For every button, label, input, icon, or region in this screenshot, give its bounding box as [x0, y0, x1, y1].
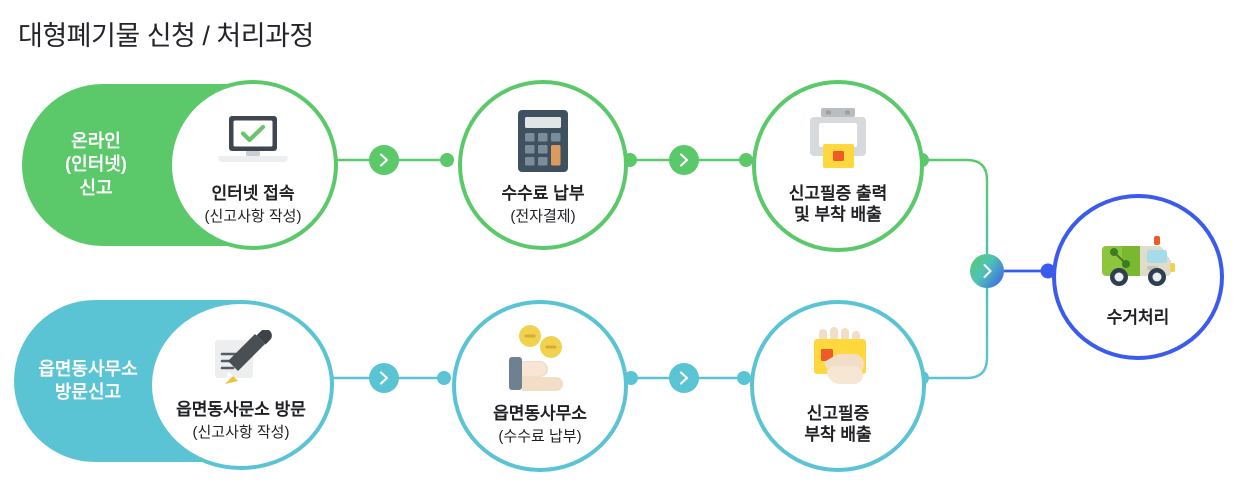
step-fee-payment[interactable]: 수수료 납부 (전자결제): [458, 80, 628, 250]
printer-icon: [802, 100, 874, 180]
lane-visit-label: 읍면동사무소 방문신고: [38, 358, 138, 402]
lane-online-label: 온라인 (인터넷) 신고: [65, 131, 127, 198]
step-title: 수거처리: [1106, 308, 1170, 327]
step-title: 인터넷 접속: [211, 184, 295, 203]
step-print-certificate[interactable]: 신고필증 출력 및 부착 배출: [752, 80, 924, 252]
chevron-right-icon: [369, 145, 399, 175]
step-title: 신고필증 출력 및 부착 배출: [788, 184, 888, 224]
chevron-right-icon: [669, 363, 699, 393]
step-title: 읍면동사무소: [493, 404, 587, 423]
pen-document-icon: [203, 326, 279, 396]
hand-coins-icon: [499, 320, 581, 400]
step-subtitle: (신고사항 작성): [192, 423, 290, 441]
calculator-icon: [514, 102, 572, 180]
step-subtitle: (신고사항 작성): [204, 207, 302, 225]
wire-dot: [1040, 263, 1056, 279]
step-collection[interactable]: 수거처리: [1052, 194, 1224, 360]
garbage-truck-icon: [1092, 224, 1184, 298]
step-title: 수수료 납부: [501, 184, 585, 203]
step-office-fee[interactable]: 읍면동사무소 (수수료 납부): [452, 300, 628, 472]
wire-dot: [737, 371, 751, 385]
wire-merge-bottom: [922, 288, 989, 380]
step-internet-access[interactable]: 인터넷 접속 (신고사항 작성): [168, 80, 338, 250]
wire-dot: [437, 371, 451, 385]
step-subtitle: (전자결제): [510, 207, 576, 225]
page-title: 대형폐기물 신청 / 처리과정: [18, 21, 314, 51]
step-subtitle: (수수료 납부): [498, 427, 582, 445]
step-title: 신고필증 부착 배출: [804, 404, 872, 444]
hand-sticker-icon: [802, 322, 874, 400]
wire-dot: [440, 153, 454, 167]
step-attach-certificate[interactable]: 신고필증 부착 배출: [750, 300, 926, 472]
step-title: 읍면동사문소 방문: [176, 400, 306, 419]
wire-dot: [739, 153, 753, 167]
chevron-right-merge-icon: [970, 254, 1004, 288]
step-visit-office[interactable]: 읍면동사문소 방문 (신고사항 작성): [148, 300, 334, 470]
chevron-right-icon: [369, 363, 399, 393]
chevron-right-icon: [669, 145, 699, 175]
wire-merge-top: [922, 158, 989, 254]
laptop-check-icon: [213, 102, 293, 180]
